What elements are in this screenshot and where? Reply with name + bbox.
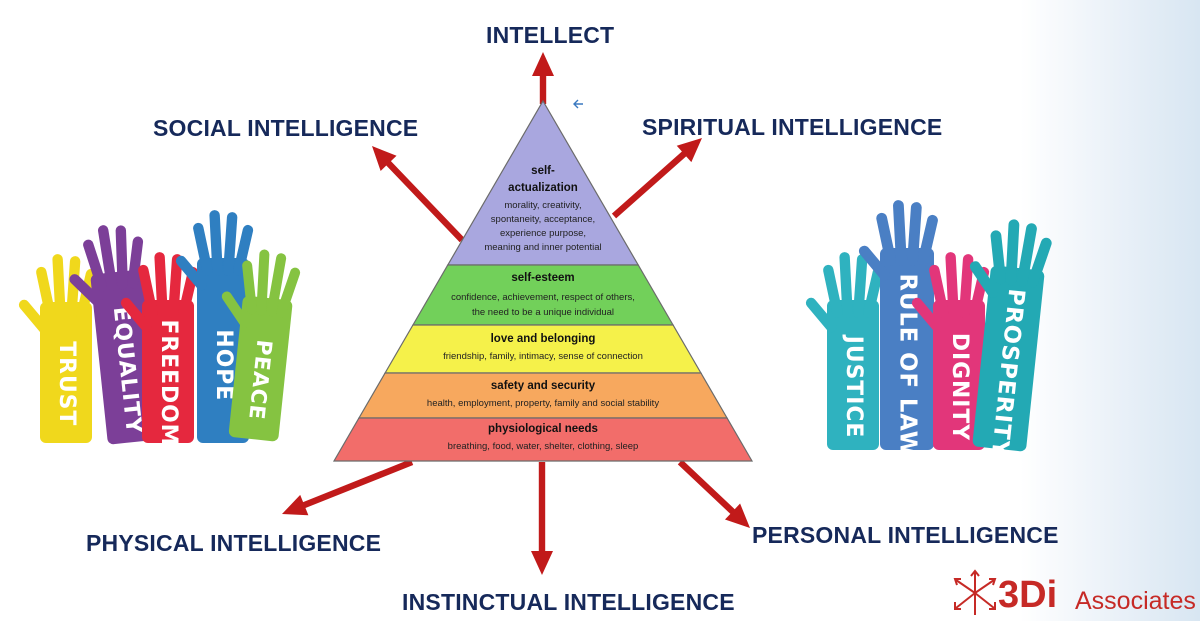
pyramid-level-desc: the need to be a unique individual <box>472 307 614 318</box>
hand: PROSPERITY <box>969 219 1052 459</box>
pyramid-level-desc: confidence, achievement, respect of othe… <box>451 292 635 303</box>
hand-word: TRUST <box>54 341 79 426</box>
label-intellect: INTELLECT <box>486 22 615 48</box>
logo-brand: 3Di <box>998 574 1058 616</box>
logo-subtitle: Associates <box>1075 587 1196 615</box>
hand: FREEDOM <box>120 252 199 446</box>
pyramid-level-desc: morality, creativity, <box>504 200 581 211</box>
pyramid-level: love and belonging friendship, family, in… <box>384 324 702 374</box>
hand: RULE OF LAW <box>858 200 938 457</box>
arrows-layer <box>282 52 750 575</box>
pyramid-level-title: safety and security <box>491 380 596 392</box>
arrow-lower-right-icon <box>677 459 750 528</box>
hand: TRUST <box>18 254 97 443</box>
pyramid-level: self-actualization morality, creativity, s… <box>446 99 640 266</box>
label-spiritual-intelligence: SPIRITUAL INTELLIGENCE <box>642 114 943 140</box>
logo-arrows-icon <box>953 569 997 615</box>
pyramid-level: self-esteem confidence, achievement, resp… <box>411 264 675 326</box>
label-physical-intelligence: PHYSICAL INTELLIGENCE <box>86 530 382 556</box>
pyramid-level-title: love and belonging <box>491 333 596 345</box>
arrow-upper-left-icon <box>372 146 465 243</box>
hand-word: HOPE <box>211 329 236 401</box>
small-arrow-icon <box>573 99 583 109</box>
pyramid-level-desc: health, employment, property, family and… <box>427 398 659 409</box>
pyramid-level-title: self- <box>531 165 555 177</box>
pyramid-level-desc: experience purpose, <box>500 228 586 239</box>
pyramid-level-desc: friendship, family, intimacy, sense of c… <box>443 351 643 362</box>
pyramid-level-title: self-esteem <box>511 272 574 284</box>
hand: DIGNITY <box>911 252 990 450</box>
hand-word: FREEDOM <box>156 319 181 446</box>
label-personal-intelligence: PERSONAL INTELLIGENCE <box>752 522 1059 548</box>
arrow-up-icon <box>532 52 554 104</box>
hand-word: JUSTICE <box>841 334 866 439</box>
hand: PEACE <box>221 249 301 442</box>
pyramid-level-desc: spontaneity, acceptance, <box>491 214 595 225</box>
pyramid-level-desc: breathing, food, water, shelter, clothin… <box>448 441 639 452</box>
pyramid-level-title: physiological needs <box>488 423 598 435</box>
pyramid-level-desc: meaning and inner potential <box>484 242 601 253</box>
hand: JUSTICE <box>805 252 884 450</box>
arrow-lower-left-icon <box>282 459 414 516</box>
pyramid-level-title: actualization <box>508 182 578 194</box>
hand-word: DIGNITY <box>947 333 972 441</box>
label-social-intelligence: SOCIAL INTELLIGENCE <box>153 115 419 141</box>
pyramid-level: safety and security health, employment, p… <box>357 372 729 419</box>
needs-pyramid: self-actualization morality, creativity, s… <box>332 99 754 462</box>
label-instinctual-intelligence: INSTINCTUAL INTELLIGENCE <box>402 589 735 615</box>
company-logo: 3Di Associates <box>950 568 1196 618</box>
arrow-down-icon <box>531 462 553 575</box>
arrow-upper-right-icon <box>611 138 702 219</box>
pyramid-level: physiological needs breathing, food, wate… <box>332 417 754 462</box>
